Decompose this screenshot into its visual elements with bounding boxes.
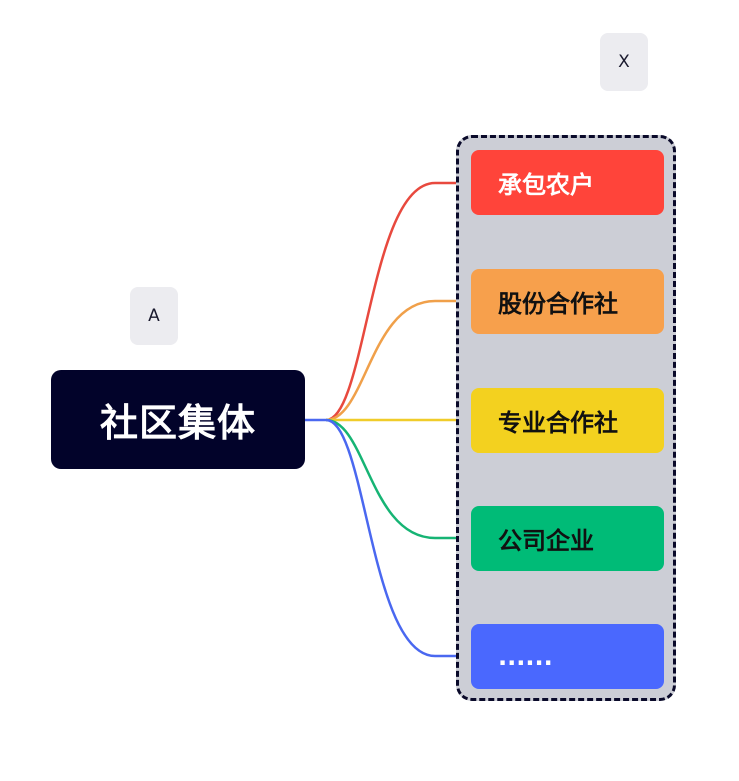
child-node-2[interactable]: 专业合作社 xyxy=(471,388,664,453)
root-node[interactable]: 社区集体 xyxy=(51,370,305,469)
connector-line-1 xyxy=(325,299,471,422)
child-node-4[interactable]: ...... xyxy=(471,624,664,689)
connector-line-0 xyxy=(325,181,471,422)
child-node-0[interactable]: 承包农户 xyxy=(471,150,664,215)
child-node-3[interactable]: 公司企业 xyxy=(471,506,664,571)
child-node-1[interactable]: 股份合作社 xyxy=(471,269,664,334)
label-x-chip[interactable]: X xyxy=(600,33,648,91)
connector-line-4 xyxy=(325,418,471,658)
connector-line-3 xyxy=(325,418,471,540)
label-a-chip[interactable]: A xyxy=(130,287,178,345)
